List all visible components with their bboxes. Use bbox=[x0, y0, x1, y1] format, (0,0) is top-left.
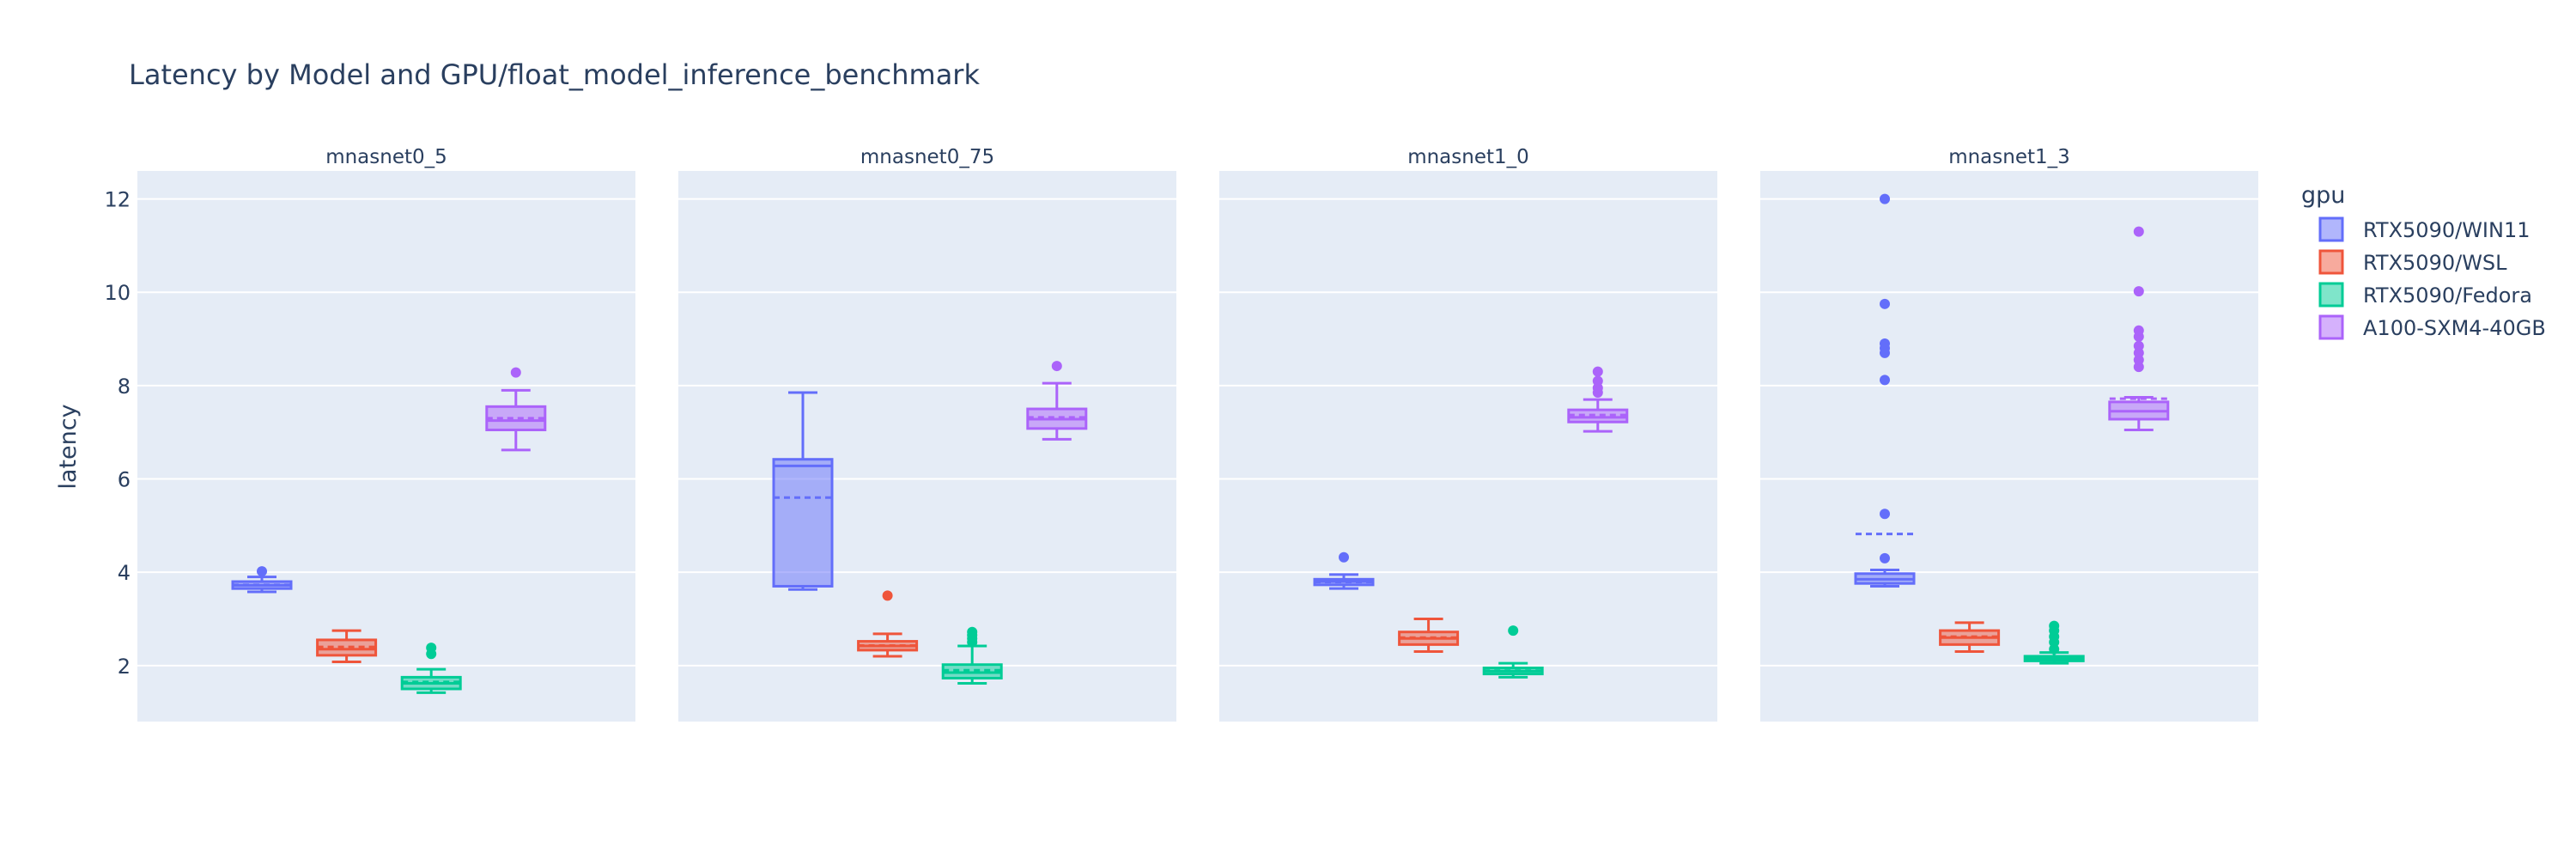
box-RTX5090/WSL bbox=[857, 590, 919, 658]
legend-label: RTX5090/WSL bbox=[2363, 251, 2507, 275]
panel-mnasnet0_5: mnasnet0_5 bbox=[137, 146, 635, 722]
outlier-point bbox=[1880, 509, 1890, 520]
legend-swatch bbox=[2318, 216, 2344, 242]
panel-mnasnet1_3: mnasnet1_3 bbox=[1760, 146, 2258, 722]
outlier-point bbox=[882, 590, 893, 601]
outlier-point bbox=[1339, 551, 1349, 563]
panel-title: mnasnet1_3 bbox=[1948, 146, 2070, 168]
legend-swatch bbox=[2318, 282, 2344, 308]
box-RTX5090/Fedora bbox=[1482, 625, 1544, 679]
box-RTX5090/Fedora bbox=[941, 626, 1003, 685]
outlier-point bbox=[2133, 226, 2144, 237]
box-RTX5090/WIN11 bbox=[231, 566, 293, 594]
y-axis-label: latency bbox=[55, 404, 82, 489]
plot-area bbox=[1760, 171, 2258, 722]
panel-title: mnasnet1_0 bbox=[1407, 146, 1529, 168]
outlier-point bbox=[1592, 366, 1603, 377]
box-A100-SXM4-40GB bbox=[485, 367, 547, 452]
y-tick-label: 8 bbox=[118, 375, 131, 399]
box-RTX5090/WSL bbox=[1398, 617, 1460, 654]
outlier-point bbox=[1051, 361, 1062, 372]
legend-swatch bbox=[2318, 249, 2344, 275]
outlier-point bbox=[1880, 338, 1890, 349]
y-tick-label: 12 bbox=[104, 188, 131, 212]
outlier-point bbox=[2049, 620, 2060, 631]
box-A100-SXM4-40GB bbox=[1026, 361, 1088, 441]
plot-area bbox=[678, 171, 1176, 722]
legend-label: A100-SXM4-40GB bbox=[2363, 316, 2546, 340]
outlier-point bbox=[426, 643, 437, 654]
box-RTX5090/WIN11 bbox=[772, 391, 834, 591]
box-RTX5090/Fedora bbox=[2023, 620, 2085, 665]
y-tick-label: 2 bbox=[118, 655, 131, 679]
legend-label: RTX5090/WIN11 bbox=[2363, 218, 2530, 242]
outlier-point bbox=[2133, 340, 2144, 351]
panel-title: mnasnet0_5 bbox=[325, 146, 447, 168]
legend-title: gpu bbox=[2301, 182, 2345, 209]
box-RTX5090/WIN11 bbox=[1854, 193, 1916, 588]
outlier-point bbox=[1880, 375, 1890, 386]
outlier-point bbox=[1592, 375, 1603, 387]
panel-title: mnasnet0_75 bbox=[860, 146, 994, 168]
box-A100-SXM4-40GB bbox=[1567, 366, 1629, 433]
outlier-point bbox=[257, 566, 267, 577]
y-tick-label: 4 bbox=[118, 561, 131, 585]
box-RTX5090/WSL bbox=[1939, 621, 2001, 654]
outlier-point bbox=[1880, 552, 1890, 564]
box-iqr bbox=[485, 405, 547, 431]
legend-swatch bbox=[2318, 314, 2344, 340]
outlier-point bbox=[1880, 298, 1890, 309]
panel-mnasnet1_0: mnasnet1_0 bbox=[1219, 146, 1717, 722]
chart-title: Latency by Model and GPU/float_model_inf… bbox=[129, 58, 980, 91]
y-tick-label: 10 bbox=[104, 281, 131, 305]
box-RTX5090/WIN11 bbox=[1313, 551, 1375, 590]
box-iqr bbox=[772, 458, 834, 588]
box-A100-SXM4-40GB bbox=[2108, 226, 2170, 431]
box-RTX5090/WSL bbox=[316, 629, 378, 663]
box-iqr bbox=[1567, 408, 1629, 423]
outlier-point bbox=[2133, 325, 2144, 336]
outlier-point bbox=[2133, 286, 2144, 297]
outlier-point bbox=[1508, 625, 1519, 637]
plot-area bbox=[137, 171, 635, 722]
legend-label: RTX5090/Fedora bbox=[2363, 283, 2532, 308]
box-RTX5090/Fedora bbox=[400, 643, 462, 694]
plot-area bbox=[1219, 171, 1717, 722]
outlier-point bbox=[1880, 193, 1890, 204]
outlier-point bbox=[967, 626, 978, 637]
box-iqr bbox=[316, 638, 378, 657]
outlier-point bbox=[510, 367, 521, 378]
panel-mnasnet0_75: mnasnet0_75 bbox=[678, 146, 1176, 722]
y-tick-label: 6 bbox=[118, 468, 131, 492]
